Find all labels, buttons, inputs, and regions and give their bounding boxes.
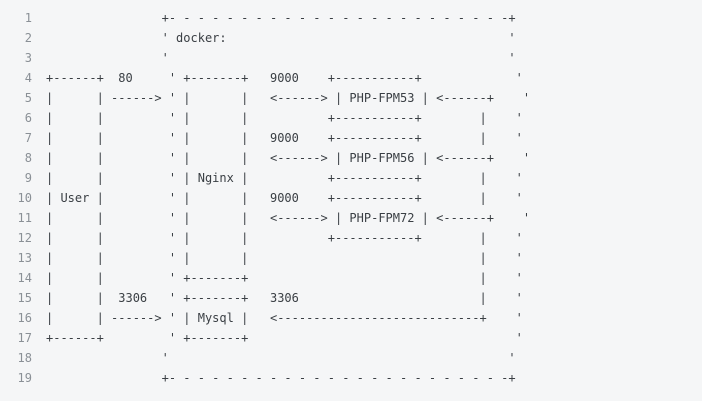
code-line-6: 6 | | ' | | +-----------+ | ' [0, 108, 702, 128]
code-line-5: 5 | | ------> ' | | <------> | PHP-FPM53 … [0, 88, 702, 108]
code-text: | | ' | | | ' [46, 251, 523, 265]
code-line-15: 15 | | 3306 ' +-------+ 3306 | ' [0, 288, 702, 308]
code-text: +------+ ' +-------+ ' [46, 331, 523, 345]
line-number: 6 [24, 111, 32, 125]
code-line-19: 19 +- - - - - - - - - - - - - - - - - - … [0, 368, 702, 388]
code-line-4: 4 +------+ 80 ' +-------+ 9000 +---------… [0, 68, 702, 88]
code-line-9: 9 | | ' | Nginx | +-----------+ | ' [0, 168, 702, 188]
line-number: 2 [24, 31, 32, 45]
line-number: 14 [17, 271, 32, 285]
code-text: | | ' | Nginx | +-----------+ | ' [46, 171, 523, 185]
code-line-3: 3 ' ' [0, 48, 702, 68]
code-text: ' ' [46, 351, 516, 365]
code-line-7: 7 | | ' | | 9000 +-----------+ | ' [0, 128, 702, 148]
code-text: | | ' | | <------> | PHP-FPM56 | <------… [46, 151, 531, 165]
line-number: 16 [17, 311, 32, 325]
code-text: +- - - - - - - - - - - - - - - - - - - -… [46, 371, 516, 385]
line-number: 8 [24, 151, 32, 165]
line-number: 3 [24, 51, 32, 65]
code-text: +------+ 80 ' +-------+ 9000 +----------… [46, 71, 523, 85]
code-text: | | ------> ' | | <------> | PHP-FPM53 |… [46, 91, 531, 105]
code-line-13: 13 | | ' | | | ' [0, 248, 702, 268]
code-line-2: 2 ' docker: ' [0, 28, 702, 48]
code-text: +- - - - - - - - - - - - - - - - - - - -… [46, 11, 516, 25]
code-text: ' ' [46, 51, 516, 65]
code-line-18: 18 ' ' [0, 348, 702, 368]
code-text: | | ' | | +-----------+ | ' [46, 231, 523, 245]
line-number: 10 [17, 191, 32, 205]
code-text: | | ------> ' | Mysql | <---------------… [46, 311, 523, 325]
code-text: | | ' | | 9000 +-----------+ | ' [46, 131, 523, 145]
line-number: 9 [24, 171, 32, 185]
line-number: 1 [24, 11, 32, 25]
code-line-12: 12 | | ' | | +-----------+ | ' [0, 228, 702, 248]
code-line-16: 16 | | ------> ' | Mysql | <-------------… [0, 308, 702, 328]
line-number: 13 [17, 251, 32, 265]
line-number: 17 [17, 331, 32, 345]
line-number: 15 [17, 291, 32, 305]
code-line-10: 10 | User | ' | | 9000 +-----------+ | ' [0, 188, 702, 208]
code-line-14: 14 | | ' +-------+ | ' [0, 268, 702, 288]
code-line-11: 11 | | ' | | <------> | PHP-FPM72 | <----… [0, 208, 702, 228]
code-text: ' docker: ' [46, 31, 516, 45]
code-text: | | ' +-------+ | ' [46, 271, 523, 285]
line-number: 7 [24, 131, 32, 145]
code-text: | | 3306 ' +-------+ 3306 | ' [46, 291, 523, 305]
code-text: | | ' | | <------> | PHP-FPM72 | <------… [46, 211, 531, 225]
code-line-1: 1 +- - - - - - - - - - - - - - - - - - -… [0, 8, 702, 28]
line-number: 11 [17, 211, 32, 225]
line-number: 18 [17, 351, 32, 365]
line-number: 12 [17, 231, 32, 245]
line-number: 4 [24, 71, 32, 85]
code-text: | | ' | | +-----------+ | ' [46, 111, 523, 125]
code-text: | User | ' | | 9000 +-----------+ | ' [46, 191, 523, 205]
code-line-17: 17 +------+ ' +-------+ ' [0, 328, 702, 348]
code-line-8: 8 | | ' | | <------> | PHP-FPM56 | <-----… [0, 148, 702, 168]
line-number: 19 [17, 371, 32, 385]
line-number: 5 [24, 91, 32, 105]
